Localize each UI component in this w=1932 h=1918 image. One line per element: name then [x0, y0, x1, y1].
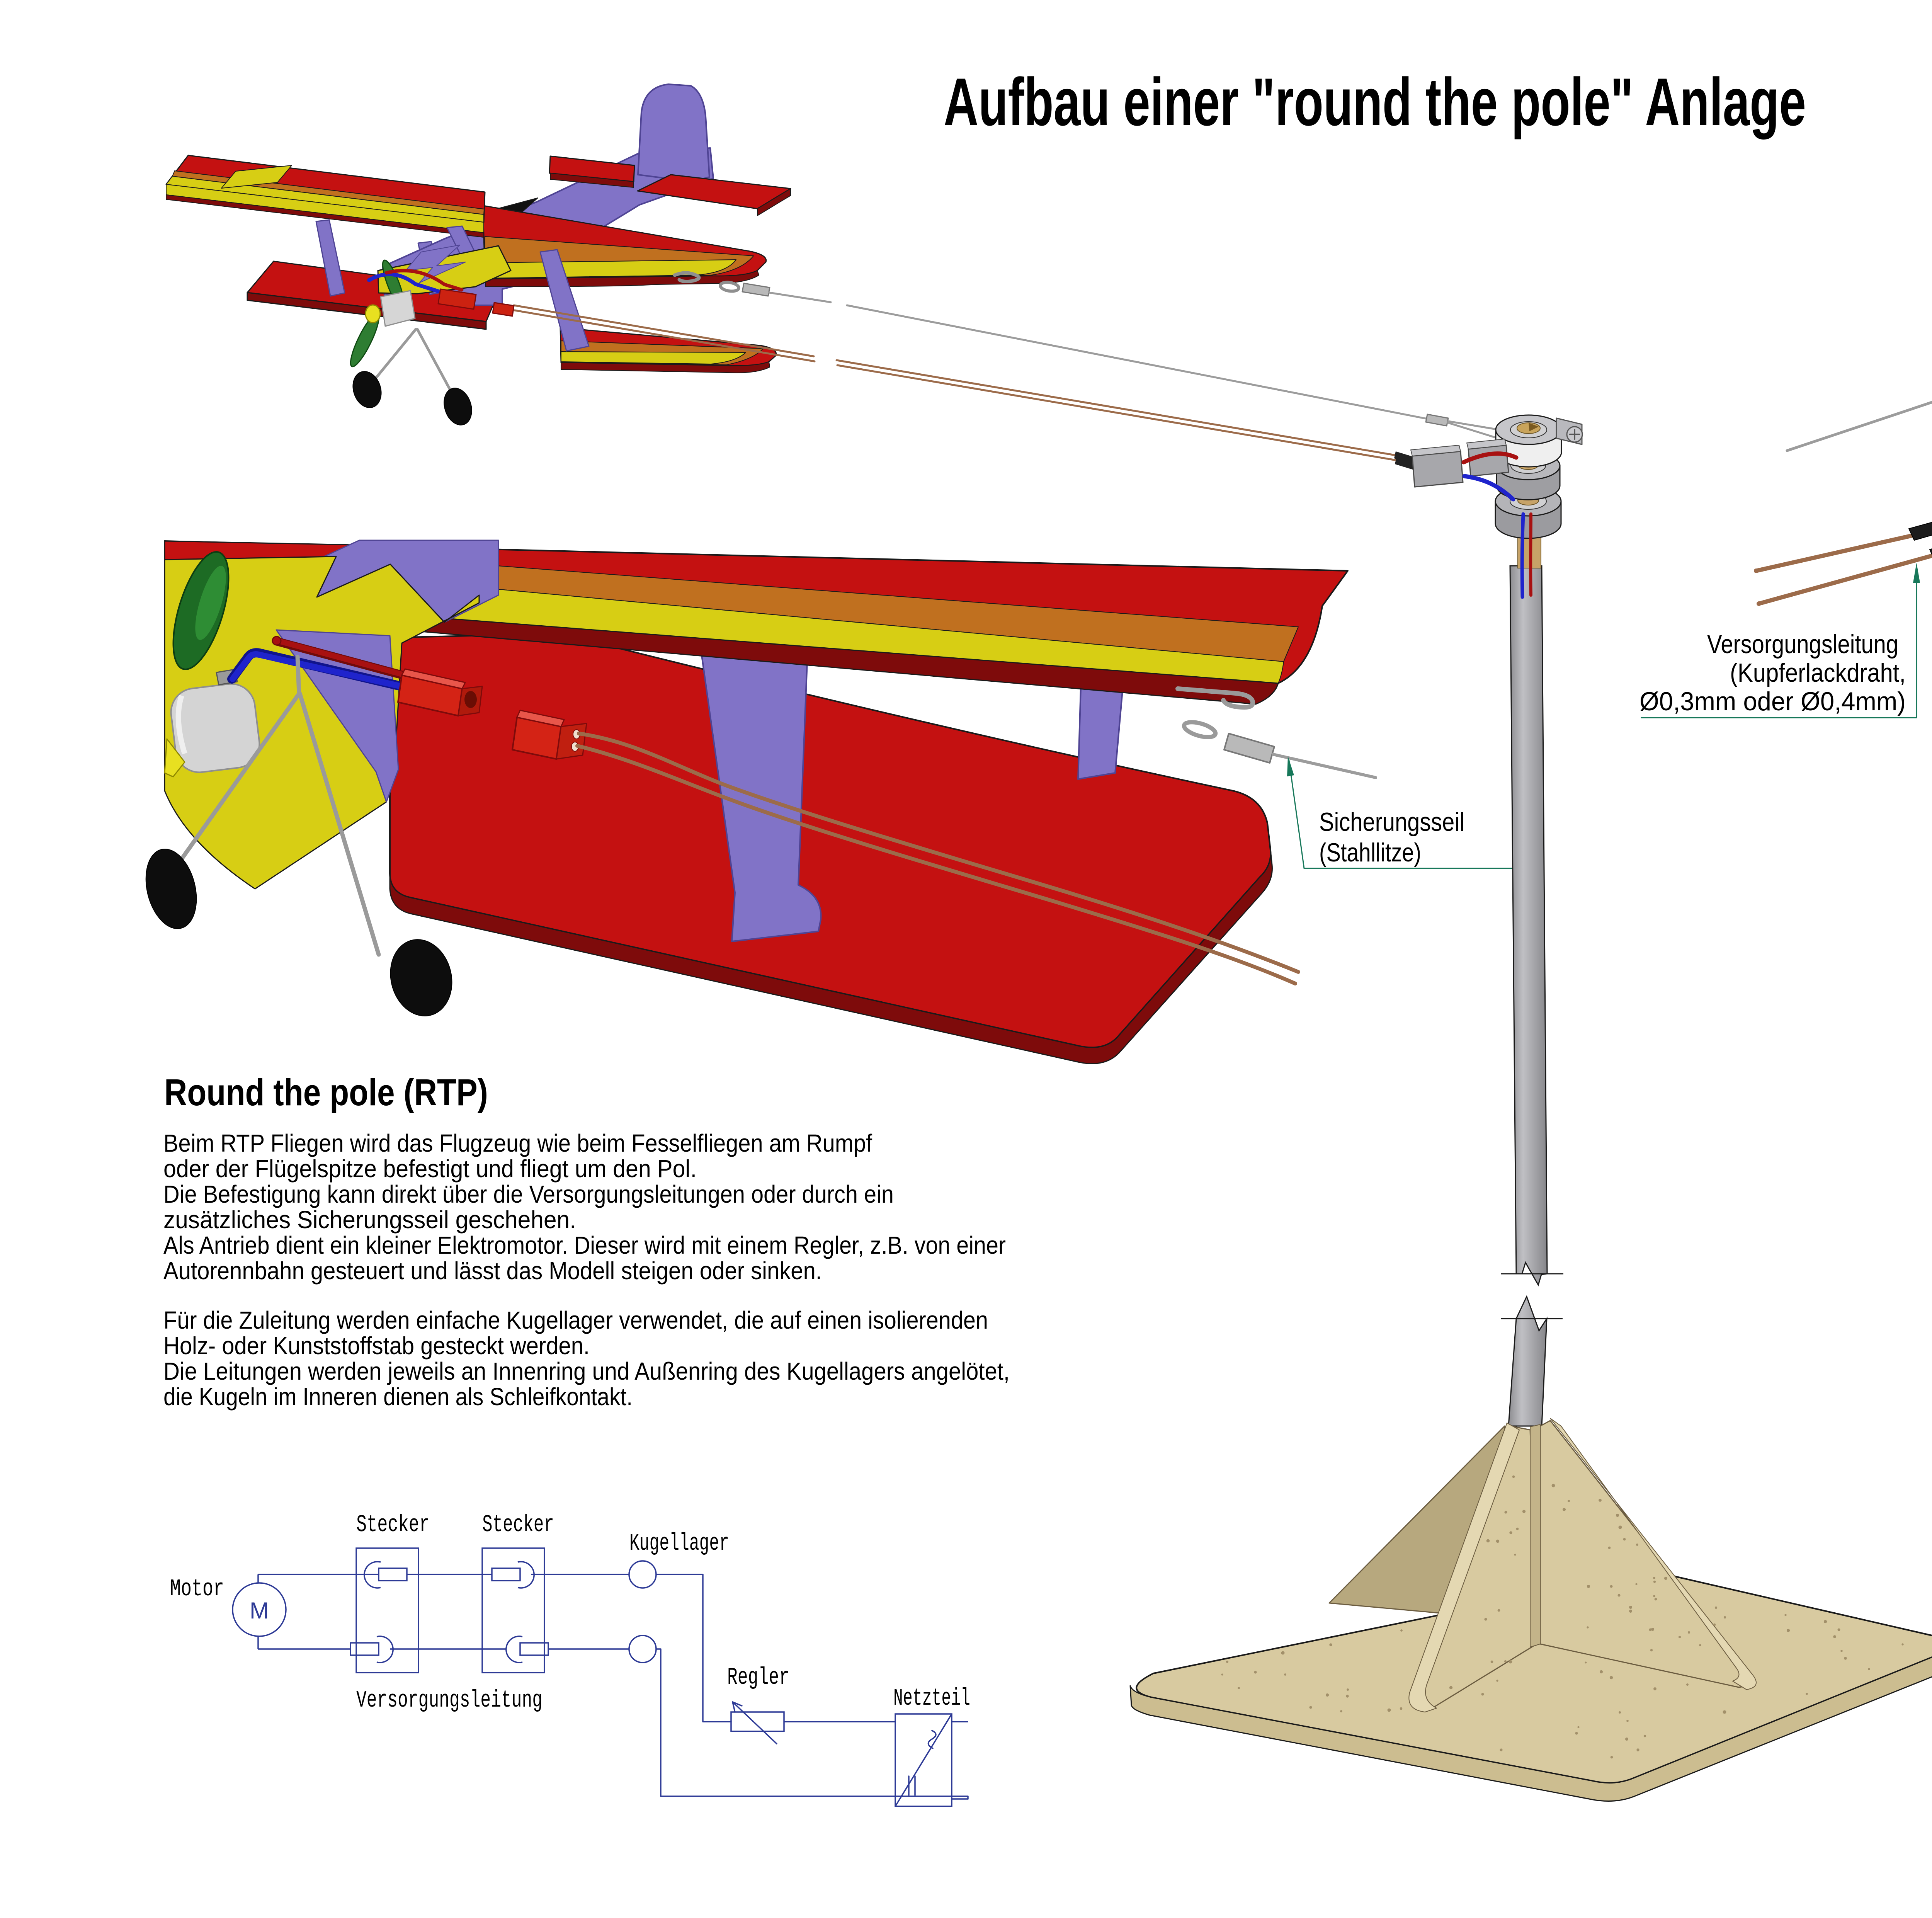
svg-text:Sicherungsseil: Sicherungsseil	[1319, 807, 1464, 837]
svg-text:Stecker: Stecker	[482, 1511, 554, 1538]
svg-text:Beim RTP Fliegen wird das Flug: Beim RTP Fliegen wird das Flugzeug wie b…	[163, 1129, 872, 1157]
svg-text:Regler: Regler	[727, 1664, 789, 1691]
svg-text:Ø0,3mm oder Ø0,4mm): Ø0,3mm oder Ø0,4mm)	[1639, 687, 1906, 716]
svg-text:Kugellager: Kugellager	[629, 1530, 729, 1557]
svg-text:zusätzliches Sicherungsseil ge: zusätzliches Sicherungsseil geschehen.	[163, 1206, 576, 1234]
svg-text:Motor: Motor	[170, 1575, 224, 1603]
svg-text:Round the pole (RTP): Round the pole (RTP)	[164, 1071, 488, 1113]
svg-text:Versorgungsleitung: Versorgungsleitung	[1707, 630, 1898, 659]
svg-text:Die Leitungen werden jeweils a: Die Leitungen werden jeweils an Innenrin…	[163, 1357, 1010, 1385]
svg-text:Aufbau einer "round the pole": Aufbau einer "round the pole" Anlage	[944, 65, 1806, 140]
svg-text:M: M	[250, 1598, 269, 1624]
svg-text:oder der Flügelspitze befestig: oder der Flügelspitze befestigt und flie…	[163, 1155, 697, 1183]
svg-text:(Kupferlackdraht,: (Kupferlackdraht,	[1730, 658, 1906, 688]
svg-text:Versorgungsleitung: Versorgungsleitung	[356, 1687, 543, 1714]
svg-text:Für die Zuleitung werden einfa: Für die Zuleitung werden einfache Kugell…	[163, 1306, 988, 1334]
svg-text:Autorennbahn gesteuert und läs: Autorennbahn gesteuert und lässt das Mod…	[163, 1257, 822, 1285]
svg-text:die Kugeln im Inneren dienen a: die Kugeln im Inneren dienen als Schleif…	[163, 1383, 633, 1411]
svg-text:Als Antrieb dient ein kleiner: Als Antrieb dient ein kleiner Elektromot…	[163, 1231, 1006, 1259]
svg-text:Holz- oder Kunststoffstab gest: Holz- oder Kunststoffstab gesteckt werde…	[163, 1332, 590, 1360]
svg-text:Stecker: Stecker	[356, 1511, 430, 1538]
svg-text:Die Befestigung kann direkt üb: Die Befestigung kann direkt über die Ver…	[163, 1180, 894, 1208]
svg-text:(Stahllitze): (Stahllitze)	[1319, 838, 1421, 867]
svg-text:Netzteil: Netzteil	[893, 1685, 970, 1712]
